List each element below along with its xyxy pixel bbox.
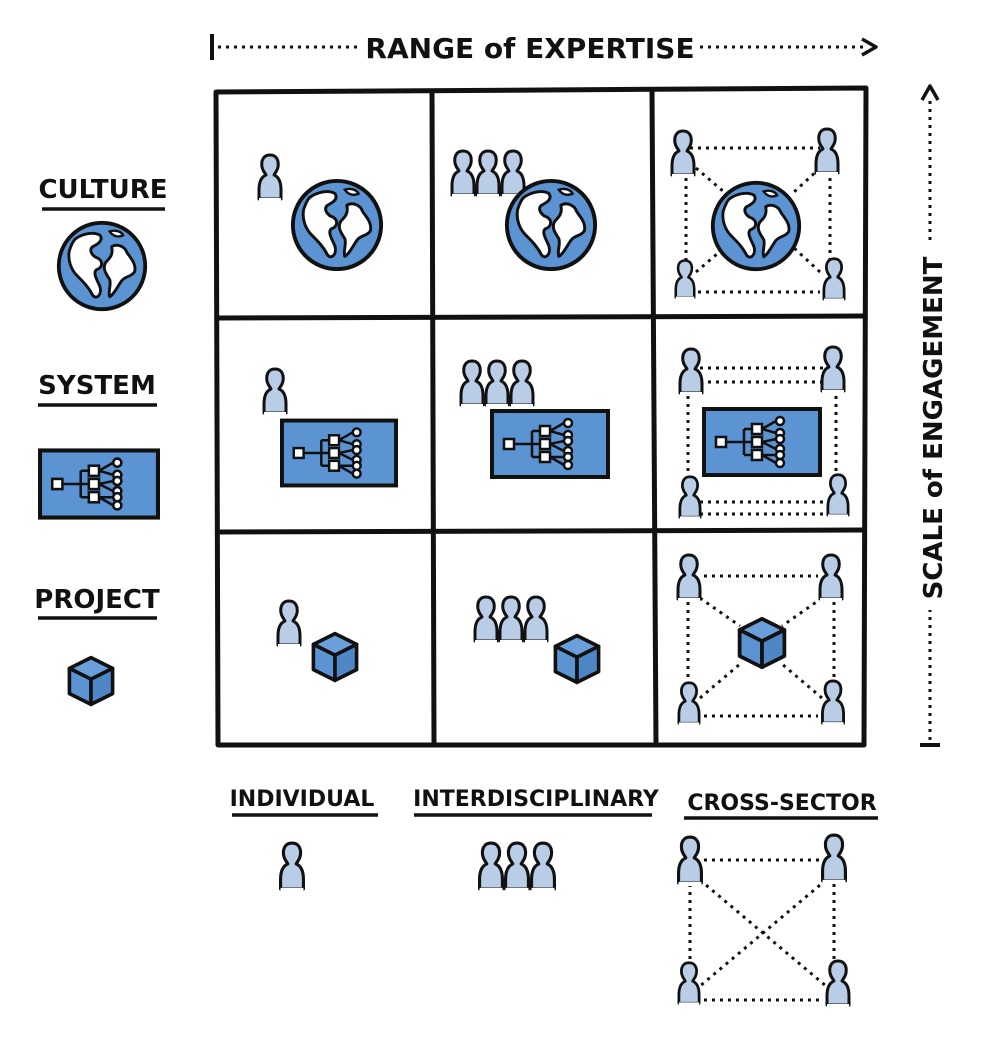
cell-culture-cross-sector <box>670 127 846 303</box>
person-icon <box>674 258 696 301</box>
person-icon <box>822 256 846 303</box>
cube-icon <box>67 655 115 707</box>
column-label-interdisciplinary: INTERDISCIPLINARY <box>413 787 660 812</box>
person-icon <box>820 345 846 394</box>
cube-icon <box>311 631 359 683</box>
scale-of-engagement-axis: SCALE of ENGAGEMENT <box>919 84 949 747</box>
group-icon <box>475 597 547 642</box>
person-icon <box>814 127 840 176</box>
cell-project-individual <box>276 599 359 683</box>
person-icon <box>281 843 304 890</box>
cube-icon <box>553 633 601 685</box>
system-map-icon <box>40 450 158 517</box>
person-icon <box>670 129 696 178</box>
person-icon <box>826 472 850 519</box>
group-icon <box>480 843 555 890</box>
cell-system-individual <box>262 367 396 486</box>
person-icon <box>827 961 849 1006</box>
system-map-icon <box>704 409 820 475</box>
person-icon <box>257 153 283 202</box>
group-icon <box>452 151 524 196</box>
scale-of-engagement-label: SCALE of ENGAGEMENT <box>919 256 949 599</box>
globe-icon <box>504 178 598 272</box>
person-icon <box>676 960 702 1007</box>
cell-project-cross-sector <box>676 553 846 727</box>
row-label-culture: CULTURE <box>38 175 167 205</box>
person-icon <box>676 553 702 602</box>
column-legend: INDIVIDUAL INTERDISCIPLINARY CROSS-SECTO… <box>230 787 878 1006</box>
globe-icon <box>710 180 802 272</box>
person-icon <box>262 367 288 416</box>
cell-system-cross-sector <box>678 345 850 521</box>
person-icon <box>678 474 702 521</box>
range-of-expertise-axis: RANGE of EXPERTISE <box>210 32 878 65</box>
group-icon <box>461 361 533 406</box>
cell-system-interdisciplinary <box>461 361 608 477</box>
cell-project-interdisciplinary <box>475 597 601 685</box>
globe-icon <box>290 178 384 272</box>
column-label-individual: INDIVIDUAL <box>230 787 375 812</box>
cell-culture-interdisciplinary <box>452 151 598 272</box>
system-map-icon <box>282 421 396 486</box>
globe-icon <box>56 220 148 312</box>
network-icon <box>679 835 849 1006</box>
person-icon <box>676 680 702 727</box>
person-icon <box>820 678 846 727</box>
row-label-project: PROJECT <box>34 585 160 615</box>
person-icon <box>678 347 704 396</box>
cell-culture-individual <box>257 153 384 272</box>
system-map-icon <box>492 411 608 477</box>
person-icon <box>679 837 702 884</box>
column-label-cross-sector: CROSS-SECTOR <box>687 791 876 816</box>
person-icon <box>823 835 846 882</box>
row-label-system: SYSTEM <box>38 371 156 401</box>
matrix-grid <box>213 85 869 748</box>
person-icon <box>818 553 844 602</box>
range-of-expertise-label: RANGE of EXPERTISE <box>365 32 694 65</box>
cube-icon <box>737 616 787 670</box>
person-icon <box>276 599 302 648</box>
row-legend: CULTURE SYSTEM PROJECT <box>34 175 168 707</box>
